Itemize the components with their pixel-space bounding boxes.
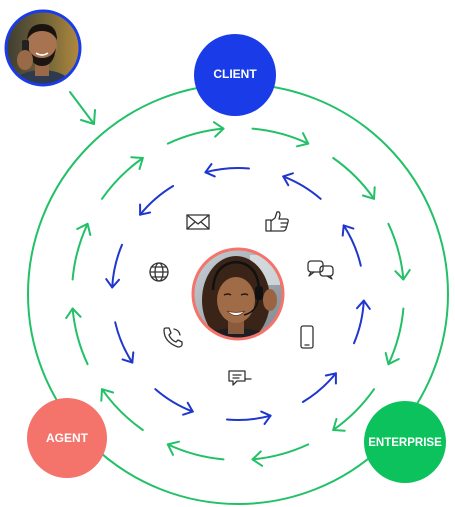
- green-arrows-head: [394, 268, 411, 281]
- green-arrows-segment: [71, 307, 89, 366]
- blue-arrows-head: [341, 224, 355, 237]
- support-agent-photo: [191, 247, 285, 341]
- enterprise-node: ENTERPRISE: [364, 401, 446, 483]
- blue-arrows-segment: [154, 388, 194, 413]
- green-arrows-head: [332, 417, 346, 432]
- green-arrows-head: [296, 132, 310, 148]
- client-label: CLIENT: [213, 67, 257, 81]
- agent-label: AGENT: [46, 431, 89, 445]
- blue-arrows-segment: [301, 372, 337, 403]
- client-node: CLIENT: [194, 34, 276, 116]
- message-icon: [228, 370, 252, 386]
- green-arrows-segment: [251, 443, 310, 461]
- thumbs-up-icon: [265, 211, 289, 232]
- blue-arrows-head: [324, 372, 337, 385]
- green-arrows-head: [251, 450, 264, 467]
- green-arrows-head: [76, 222, 92, 236]
- smartphone-icon: [300, 325, 314, 349]
- green-arrows-head: [166, 440, 180, 456]
- green-arrows-segment: [251, 127, 310, 145]
- blue-arrows-head: [121, 351, 135, 364]
- green-arrows-head: [130, 156, 144, 171]
- green-arrows-segment: [101, 388, 144, 431]
- blue-arrows-head: [139, 203, 152, 216]
- agent-node: AGENT: [27, 398, 107, 478]
- green-arrows-segment: [387, 222, 405, 281]
- blue-arrows-head: [204, 163, 216, 178]
- phone-icon: [163, 327, 183, 348]
- blue-arrows-head: [105, 278, 120, 289]
- caller-entry-arrow: [69, 91, 96, 125]
- globe-icon: [149, 262, 169, 282]
- blue-arrow-ring: [105, 163, 371, 425]
- green-arrows-segment: [332, 388, 375, 431]
- blue-arrows-segment: [342, 224, 362, 267]
- green-arrows-head: [65, 307, 82, 320]
- blue-arrows-segment: [139, 185, 175, 216]
- blue-arrows-head: [260, 410, 272, 425]
- envelope-icon: [186, 214, 210, 230]
- caller-photo: [4, 9, 82, 87]
- chat-bubbles-icon: [307, 260, 334, 280]
- blue-arrows-head: [356, 299, 371, 310]
- green-arrows-segment: [166, 127, 225, 145]
- enterprise-label: ENTERPRISE: [368, 437, 442, 449]
- green-arrows-segment: [332, 157, 375, 200]
- green-arrows-segment: [71, 222, 89, 281]
- blue-arrows-segment: [282, 175, 322, 200]
- blue-arrows-head: [182, 401, 194, 416]
- green-arrows-head: [361, 186, 376, 200]
- green-arrows-head: [212, 121, 225, 138]
- green-arrows-segment: [101, 157, 144, 200]
- green-arrow-ring: [65, 121, 411, 467]
- green-arrows-head: [384, 352, 400, 366]
- blue-arrows-segment: [204, 167, 250, 174]
- blue-arrows-segment: [114, 321, 134, 364]
- blue-arrows-segment: [226, 414, 272, 421]
- green-arrows-segment: [387, 307, 405, 366]
- blue-arrows-head: [282, 172, 294, 187]
- green-arrows-segment: [166, 443, 225, 461]
- green-arrows-head: [100, 388, 115, 402]
